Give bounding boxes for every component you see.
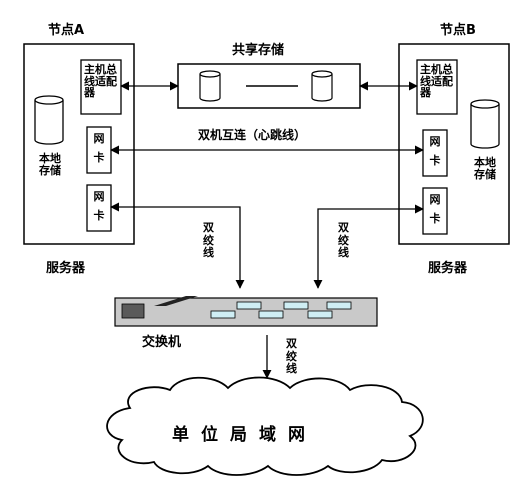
node-a-local-storage-label: 本地存储 [39,152,61,177]
node-a-local-disk-icon [34,95,64,145]
node-b-local-disk-icon [470,99,500,149]
node-a-title: 节点A [48,23,85,38]
node-b-hba-label: 主机总线适配器 [420,63,453,100]
lan-label: 单位局域网 [172,425,317,445]
node-b-nic1-label: 网卡 [429,135,441,167]
right-twisted-pair-label: 双绞线 [338,221,349,260]
right-twisted-pair-arrow [313,204,424,289]
lan-cloud-icon[interactable] [106,376,424,476]
shared-disk-left-icon [199,70,221,102]
node-b-local-storage-label: 本地存储 [474,156,496,181]
node-b-server-label: 服务器 [428,261,468,276]
switch-to-lan-label: 双绞线 [286,337,297,376]
node-b-nic2-box [422,187,448,235]
node-a-hba-label: 主机总线适配器 [84,63,117,100]
node-a-server-label: 服务器 [46,261,86,276]
switch-label: 交换机 [142,335,182,350]
node-a-nic1-label: 网卡 [93,132,105,164]
switch-device-icon[interactable] [114,296,378,327]
left-twisted-pair-label: 双绞线 [203,221,214,260]
node-a-nic2-label: 网卡 [93,190,105,222]
node-b-title: 节点B [440,23,476,38]
node-b-nic2-label: 网卡 [429,193,441,225]
shared-disk-right-icon [311,70,333,102]
node-b-hba-box [416,59,458,115]
node-b-nic1-box [422,129,448,177]
heartbeat-label: 双机互连（心跳线） [198,128,307,142]
shared-storage-title: 共享存储 [232,43,285,58]
left-twisted-pair-arrow [110,202,245,289]
